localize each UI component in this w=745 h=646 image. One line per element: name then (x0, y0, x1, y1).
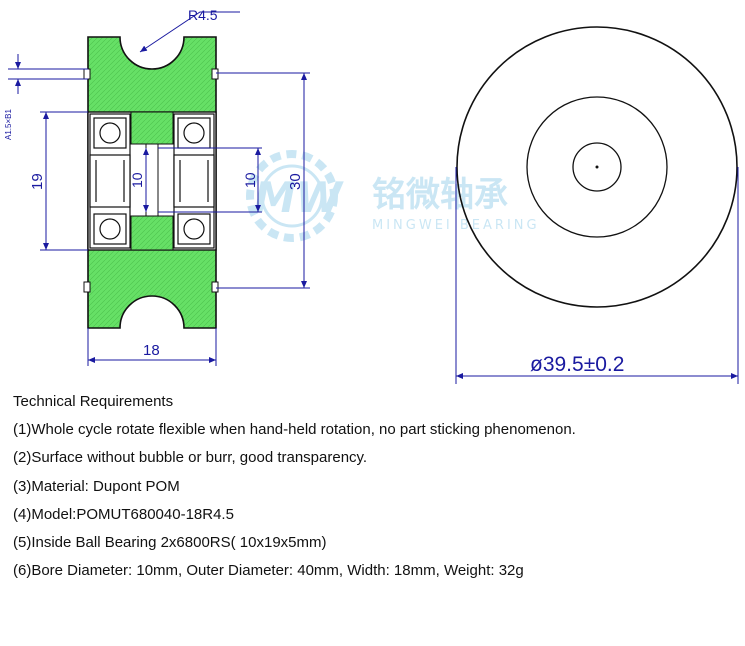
watermark-brand-cn: 铭微轴承 (372, 175, 508, 215)
bearing-od-label: 19 (29, 173, 46, 190)
requirement-item-4: (4)Model:POMUT680040-18R4.5 (13, 505, 234, 523)
width-label: 18 (143, 342, 160, 359)
outer-circle (456, 26, 738, 308)
watermark-logo: MW (254, 173, 345, 222)
requirements-title: Technical Requirements (13, 393, 174, 410)
requirement-item-5: (5)Inside Ball Bearing 2x6800RS( 10x19x5… (13, 533, 327, 551)
bore-left-label: 10 (129, 172, 145, 188)
requirement-item-3: (3)Material: Dupont POM (13, 477, 180, 495)
middle-circle (526, 96, 668, 238)
radius-label: R4.5 (188, 7, 218, 23)
requirement-item-6: (6)Bore Diameter: 10mm, Outer Diameter: … (13, 562, 524, 580)
front-view (456, 26, 738, 308)
chamfer-label: A1.5×B1 (4, 109, 13, 140)
left-ball-bearing (89, 113, 131, 249)
watermark: MW 铭微轴承 MINGWEI BEARING (246, 150, 540, 242)
outer-diameter-label: ø39.5±0.2 (530, 353, 624, 376)
technical-drawing: MW 铭微轴承 MINGWEI BEARING (4, 7, 739, 384)
bore-right-label: 10 (242, 172, 258, 188)
cross-section-view: R4.5 A1.5×B1 19 10 10 30 18 (4, 7, 310, 366)
watermark-brand-en: MINGWEI BEARING (372, 218, 540, 233)
outer-height-label: 30 (287, 173, 304, 190)
requirement-item-2: (2)Surface without bubble or burr, good … (13, 449, 368, 467)
watermark-gear-icon (246, 150, 338, 242)
requirement-item-1: (1)Whole cycle rotate flexible when hand… (13, 421, 576, 439)
bore-circle (572, 142, 622, 192)
right-ball-bearing (173, 113, 215, 249)
technical-requirements: Technical Requirements (1)Whole cycle ro… (13, 388, 733, 585)
